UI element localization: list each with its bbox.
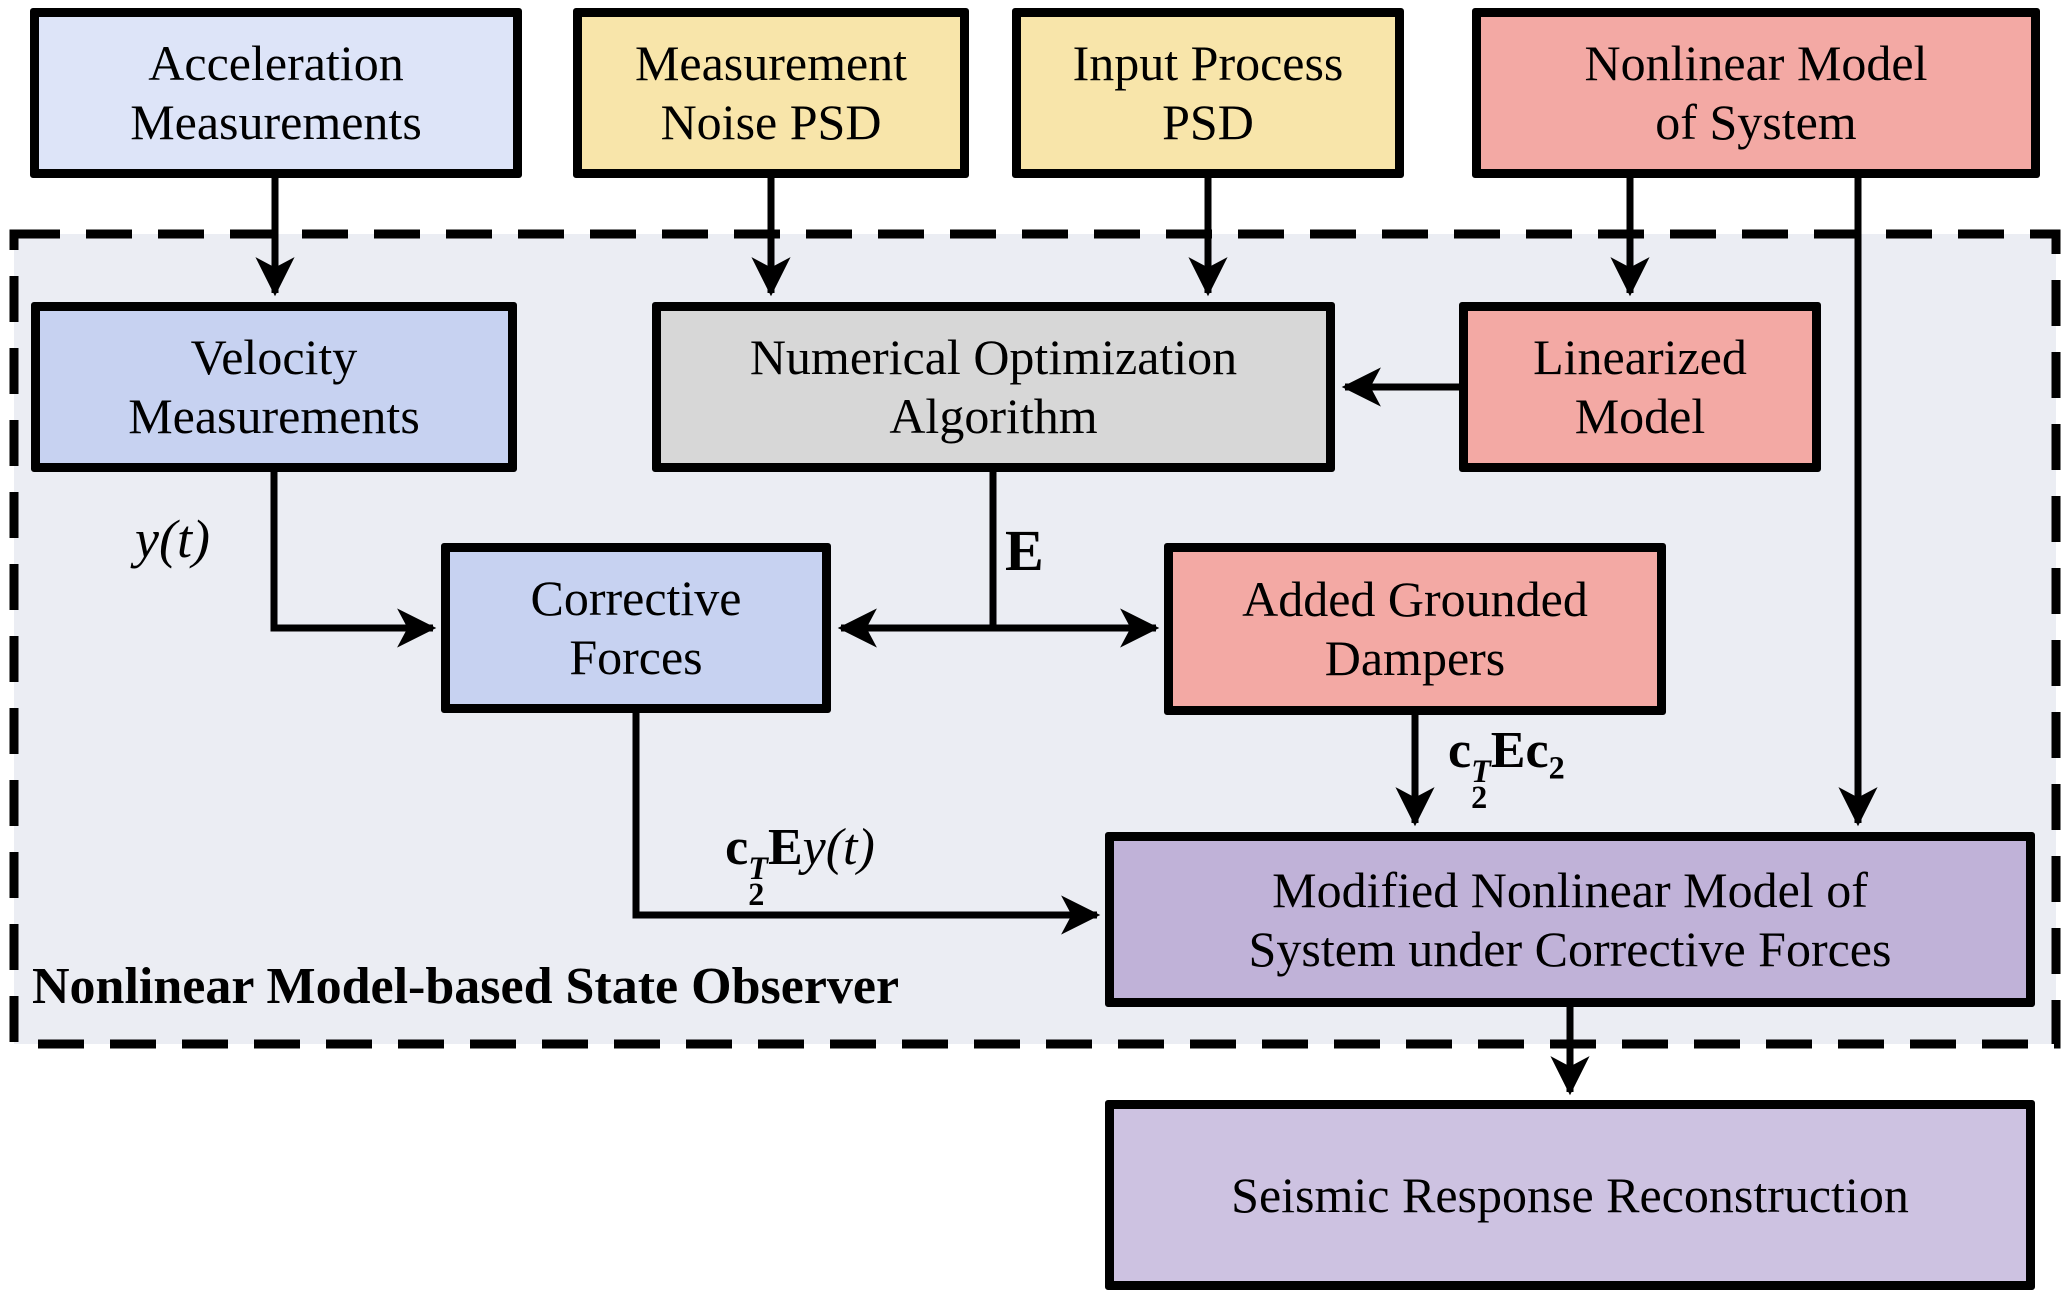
node-modified-nonlinear-model: Modified Nonlinear Model of System under… [1105, 832, 2035, 1007]
node-velocity-measurements: Velocity Measurements [31, 302, 517, 472]
node-numerical-optimization-algorithm: Numerical Optimization Algorithm [652, 302, 1335, 472]
node-corrective-forces: Corrective Forces [441, 543, 831, 713]
node-label: Dampers [1324, 630, 1506, 686]
math-base: c [1448, 722, 1472, 779]
node-label: Linearized [1533, 329, 1747, 385]
node-label: Acceleration [148, 35, 404, 91]
node-input-process-psd: Input Process PSD [1012, 8, 1404, 178]
node-label: Noise PSD [660, 94, 882, 150]
math-sup: T [1471, 752, 1491, 789]
node-label: Modified Nonlinear Model of [1272, 861, 1868, 918]
node-label: Nonlinear Model [1584, 35, 1928, 91]
node-acceleration-measurements: Acceleration Measurements [30, 8, 522, 178]
node-label: Measurement [634, 35, 908, 91]
node-measurement-noise-psd: Measurement Noise PSD [573, 8, 969, 178]
node-linearized-model: Linearized Model [1459, 302, 1821, 472]
math-base: y(t) [802, 819, 875, 876]
node-label: Seismic Response Reconstruction [1231, 1166, 1909, 1223]
arrow-corrective-to-modified [632, 713, 1101, 935]
node-label: Numerical Optimization [749, 329, 1238, 385]
node-label: PSD [1162, 94, 1254, 150]
node-label: Measurements [128, 388, 420, 444]
node-label: Model [1574, 388, 1706, 444]
node-label: of System [1655, 94, 1857, 150]
edge-label-E: E [1005, 518, 1044, 583]
node-label: Forces [569, 629, 703, 685]
math-sub: 2 [1548, 749, 1565, 786]
observer-container-title: Nonlinear Model-based State Observer [32, 958, 900, 1015]
node-label: Corrective [530, 570, 742, 626]
node-label: Measurements [130, 94, 422, 150]
math-base: c [725, 819, 749, 876]
edge-label-y-of-t: y(t) [135, 509, 210, 569]
math-base: E [1490, 722, 1526, 779]
node-label: Input Process [1072, 35, 1344, 91]
node-label: System under Corrective Forces [1248, 920, 1892, 977]
node-label: Added Grounded [1242, 571, 1588, 627]
math-base: c [1525, 722, 1549, 779]
node-nonlinear-model-of-system: Nonlinear Model of System [1472, 8, 2040, 178]
node-label: Algorithm [889, 388, 1098, 444]
math-sub: 2 [1471, 778, 1488, 815]
math-sup: T [748, 849, 768, 886]
arrow-velocity-to-corrective [270, 472, 437, 648]
math-base: E [767, 819, 803, 876]
node-added-grounded-dampers: Added Grounded Dampers [1164, 543, 1666, 715]
node-label: Velocity [190, 329, 358, 385]
math-sub: 2 [748, 875, 765, 912]
node-seismic-response-reconstruction: Seismic Response Reconstruction [1105, 1100, 2035, 1290]
